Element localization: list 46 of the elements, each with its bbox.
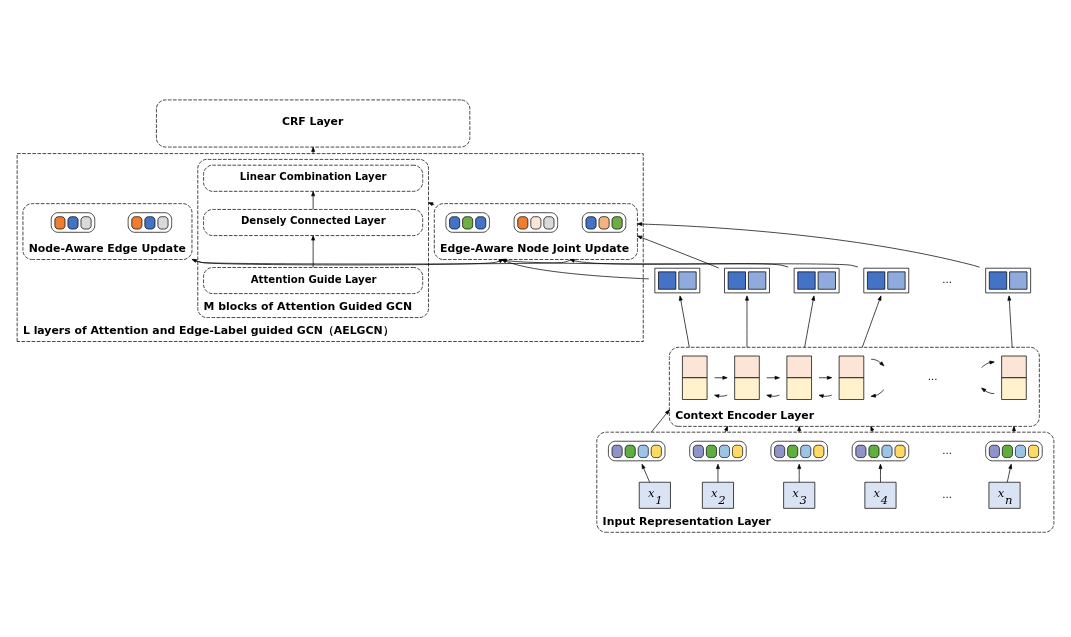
arrow [637, 221, 981, 268]
arrow [818, 375, 833, 380]
arrow [678, 295, 690, 348]
arrow [766, 393, 780, 398]
arrow [766, 375, 780, 380]
arrow [870, 425, 875, 433]
arrow [714, 375, 728, 380]
arrow [501, 258, 650, 279]
arrow [716, 463, 720, 483]
node-picture [50, 211, 96, 233]
arrow [569, 258, 789, 267]
arrow [1007, 295, 1013, 348]
arrow [797, 425, 802, 433]
node-box: Attention Guide Layer [203, 266, 424, 294]
arrow [714, 393, 728, 398]
arrow [1006, 463, 1013, 483]
arrow [804, 295, 816, 348]
node-picture [581, 211, 627, 233]
label: ... [942, 488, 953, 500]
arrow [1012, 425, 1016, 433]
node-box: Densely Connected Layer [203, 208, 424, 236]
arrow [651, 409, 670, 433]
arrow [870, 388, 885, 397]
arrow [878, 463, 883, 483]
arrow [641, 463, 650, 483]
arrow [981, 360, 995, 368]
arrow [428, 201, 435, 206]
arrow [311, 146, 316, 154]
node-picture [127, 211, 173, 233]
label: ... [942, 273, 953, 285]
arrow [861, 295, 882, 348]
arrow [870, 358, 885, 366]
cluster: Node-Aware Edge Update [22, 202, 193, 260]
label: ... [942, 444, 953, 456]
arrow [818, 393, 833, 398]
arrow [724, 425, 728, 433]
arrow [745, 295, 749, 348]
label: ... [927, 370, 938, 382]
arrow [637, 235, 720, 268]
arrow [311, 190, 316, 210]
arrow [501, 258, 859, 267]
arrow [797, 463, 802, 483]
node-box: Linear Combination Layer [203, 164, 424, 192]
arrow [311, 234, 316, 268]
node-box: CRF Layer [156, 99, 471, 147]
arrow [981, 387, 995, 394]
